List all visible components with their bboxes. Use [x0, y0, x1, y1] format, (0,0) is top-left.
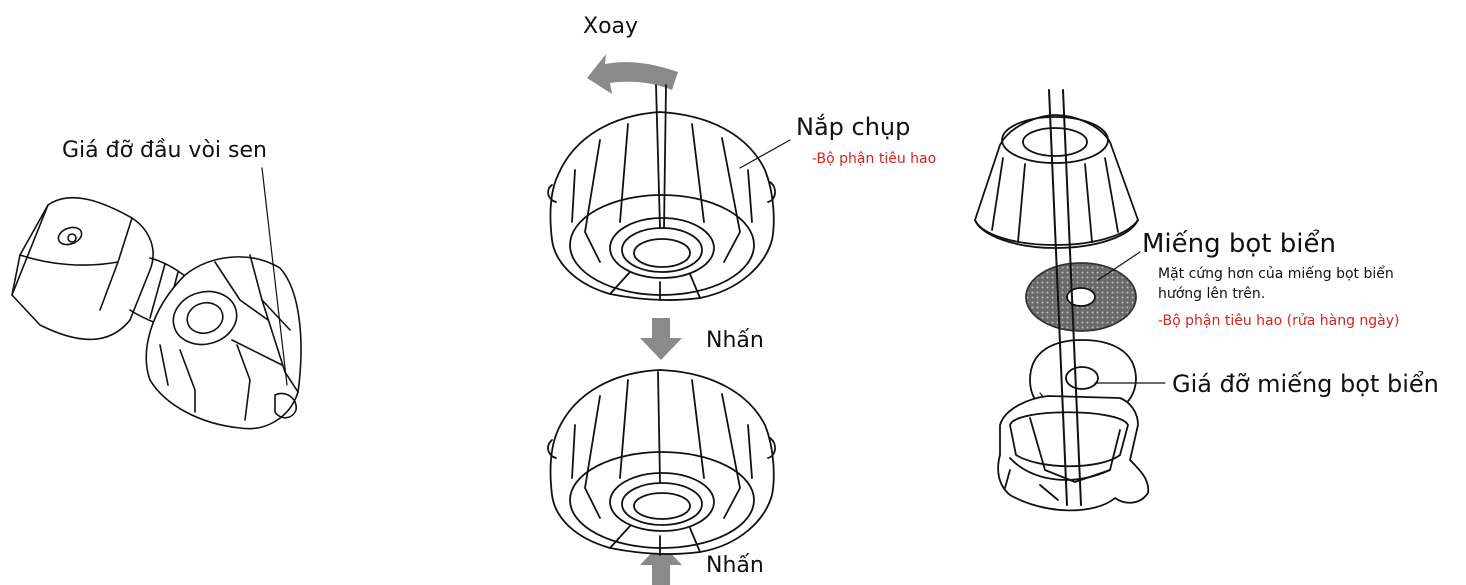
- rotate-arrow-icon: [587, 54, 678, 94]
- sponge-consumable-note: -Bộ phận tiêu hao (rửa hàng ngày): [1158, 313, 1400, 329]
- shower-holder-label: Giá đỡ đầu vòi sen: [62, 138, 267, 163]
- sponge-note-line-1: Mặt cứng hơn của miếng bọt biển: [1158, 264, 1394, 284]
- sponge-note-line-2: hướng lên trên.: [1158, 284, 1265, 304]
- cap-label: Nắp chụp: [796, 114, 910, 142]
- press-label-bottom: Nhấn: [706, 553, 764, 578]
- sponge-label: Miếng bọt biển: [1142, 230, 1336, 260]
- rotate-label: Xoay: [583, 14, 638, 39]
- sponge-holder-label: Giá đỡ miếng bọt biển: [1172, 371, 1439, 399]
- press-down-arrow-icon: [640, 318, 682, 360]
- shower-head-illustration: [12, 168, 301, 429]
- cap-consumable-note: -Bộ phận tiêu hao: [812, 151, 936, 167]
- cap-illustration-bottom: [548, 370, 775, 555]
- cap-illustration-top: [548, 85, 790, 300]
- press-label-top: Nhấn: [706, 328, 764, 353]
- assembly-illustration: [975, 90, 1165, 510]
